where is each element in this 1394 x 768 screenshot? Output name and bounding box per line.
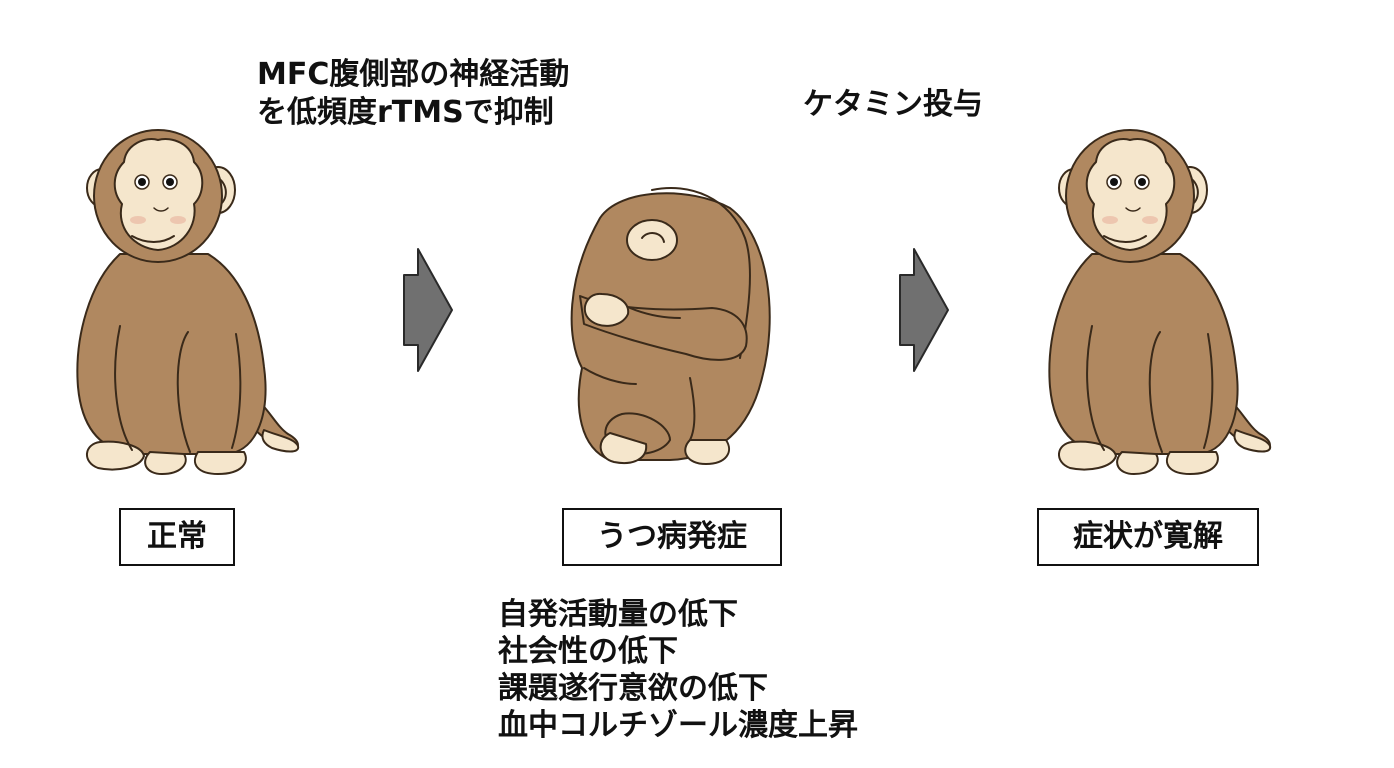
drug-caption: ケタミン投与 — [803, 87, 983, 122]
symptom-item: 自発活動量の低下 — [498, 597, 738, 632]
normal-monkey-illustration — [76, 129, 300, 475]
depressed-monkey-illustration — [570, 187, 771, 465]
intervention-caption: MFC腹側部の神経活動 を低頻度rTMSで抑制 — [257, 56, 569, 132]
transition-arrow-2 — [899, 248, 949, 372]
symptom-item: 課題遂行意欲の低下 — [498, 671, 768, 706]
intervention-caption-line2: を低頻度rTMSで抑制 — [257, 95, 554, 130]
stage-label-normal: 正常 — [119, 508, 235, 566]
transition-arrow-1 — [403, 248, 453, 372]
recovered-monkey-illustration — [1048, 129, 1272, 475]
symptom-item: 血中コルチゾール濃度上昇 — [498, 708, 858, 743]
stage-label-depression: うつ病発症 — [562, 508, 782, 566]
symptom-item: 社会性の低下 — [498, 634, 678, 669]
intervention-caption-line1: MFC腹側部の神経活動 — [257, 57, 570, 92]
symptom-list: 自発活動量の低下 社会性の低下 課題遂行意欲の低下 血中コルチゾール濃度上昇 — [498, 596, 858, 744]
stage-label-remission: 症状が寛解 — [1037, 508, 1259, 566]
